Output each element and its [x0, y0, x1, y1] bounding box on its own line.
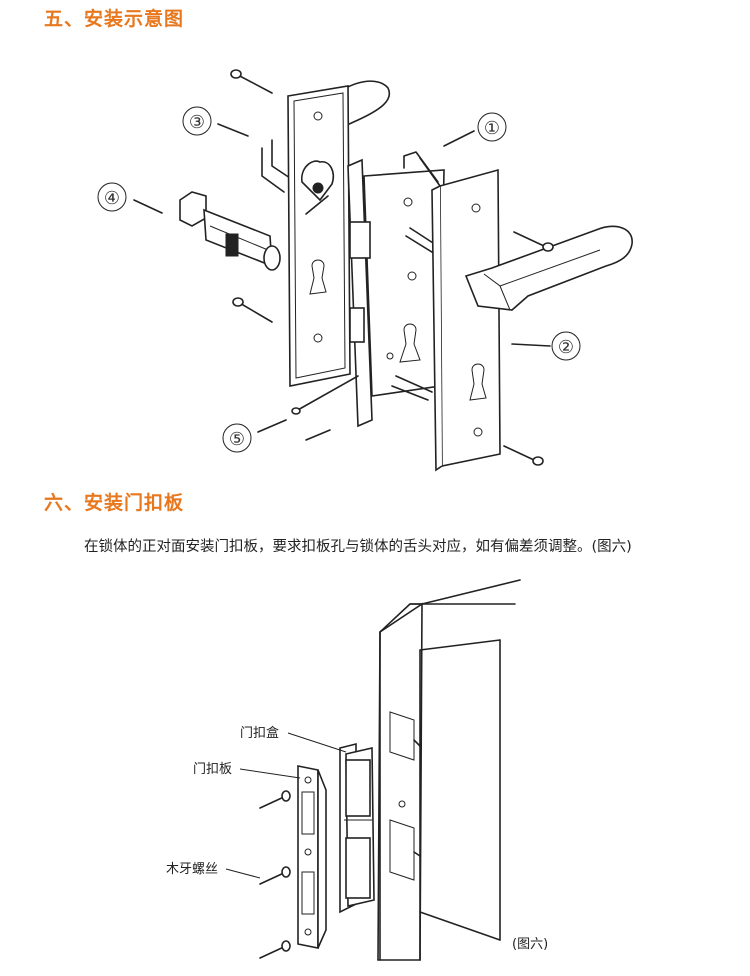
callout-1: ① — [443, 112, 507, 147]
section-5-title: 五、安装示意图 — [44, 8, 185, 30]
label-wood-screw-text: 木牙螺丝 — [166, 862, 218, 877]
strike-plate — [297, 765, 327, 949]
label-strike-box: 门扣盒 — [240, 725, 347, 753]
strike-box — [339, 742, 375, 914]
label-strike-plate-text: 门扣板 — [193, 762, 232, 777]
callout-5: ⑤ — [222, 419, 287, 453]
callout-2-label: ② — [558, 337, 574, 358]
back-escutcheon-plate — [287, 85, 351, 387]
callout-2: ② — [511, 331, 581, 361]
callout-4: ④ — [97, 182, 163, 214]
wood-screw-3 — [259, 940, 291, 959]
label-wood-screw: 木牙螺丝 — [166, 862, 261, 879]
screw-mid-left — [232, 297, 273, 323]
figure-6-caption: (图六) — [512, 937, 548, 952]
door-frame — [377, 579, 521, 961]
cylinder-thumbturn — [179, 191, 281, 271]
front-escutcheon-plate — [431, 168, 501, 472]
callout-4-label: ④ — [104, 188, 120, 209]
strike-plate-diagram: 门扣盒 门扣板 木牙螺丝 (图六) — [166, 579, 548, 961]
callout-1-label: ① — [484, 118, 500, 139]
callout-3-label: ③ — [189, 112, 205, 133]
callout-3: ③ — [182, 106, 249, 137]
screw-top-left — [230, 69, 273, 94]
label-strike-box-text: 门扣盒 — [240, 725, 279, 741]
callout-5-label: ⑤ — [229, 429, 245, 450]
spindle-bolts — [291, 375, 359, 441]
lock-assembly-diagram: ③ ④ — [97, 69, 633, 472]
label-strike-plate: 门扣板 — [193, 762, 301, 779]
wood-screw-1 — [259, 790, 291, 809]
inner-handle — [261, 80, 391, 193]
screw-right-top — [513, 231, 554, 252]
outer-lever-handle — [464, 225, 633, 311]
mortise-lock-body — [347, 151, 451, 428]
wood-screw-2 — [259, 866, 291, 885]
section-6-title: 六、安装门扣板 — [44, 492, 185, 514]
screw-right-bottom — [503, 445, 544, 466]
section-6-description: 在锁体的正对面安装门扣板，要求扣板孔与锁体的舌头对应，如有偏差须调整。(图六) — [84, 539, 632, 555]
